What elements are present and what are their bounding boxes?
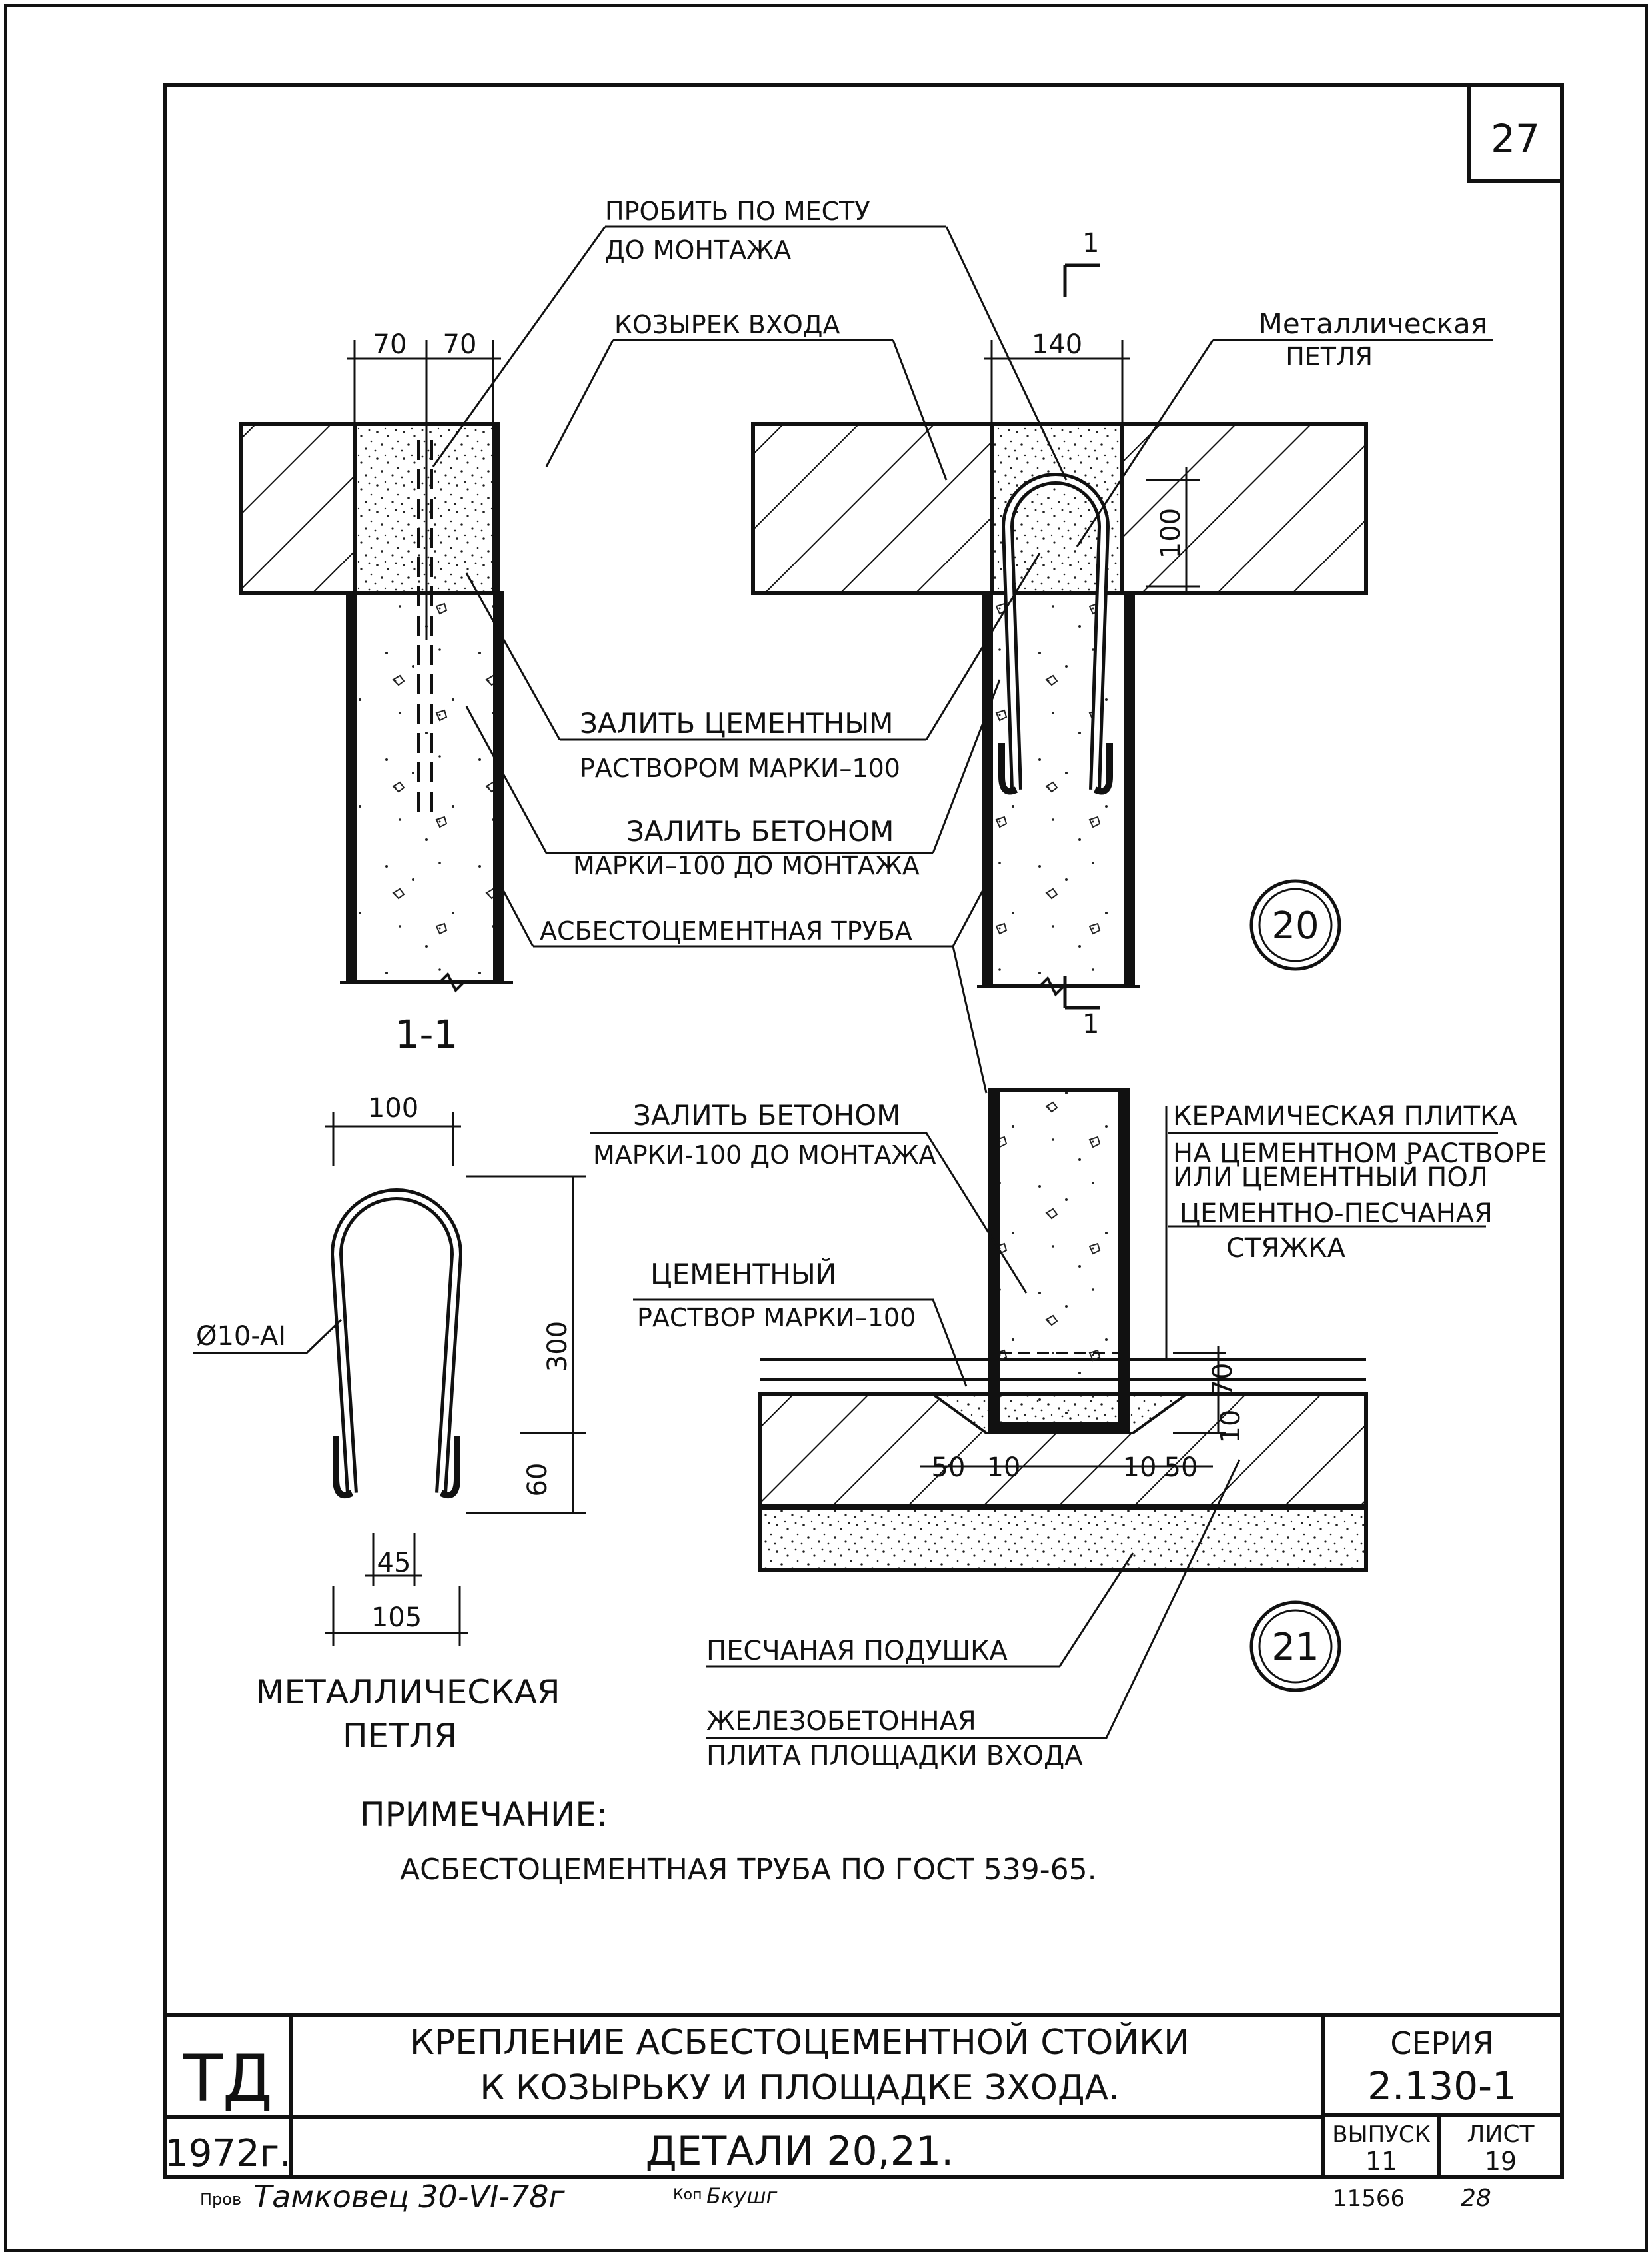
label-metall-petlya-2: ПЕТЛЯ bbox=[1285, 342, 1373, 371]
outer-border bbox=[4, 4, 1648, 2252]
section-title-1-1: 1-1 bbox=[395, 1012, 458, 1057]
detail-20-drawing bbox=[751, 263, 1368, 1010]
kop-label: Коп bbox=[673, 2187, 702, 2203]
dim-50-left: 50 bbox=[932, 1452, 966, 1483]
dim-70-vertical: 70 bbox=[1208, 1363, 1238, 1397]
title-line-2: К КОЗЫРЬКУ И ПЛОЩАДКЕ ЗХОДА. bbox=[480, 2068, 1119, 2108]
dim-45: 45 bbox=[377, 1548, 411, 1578]
dim-10-right: 10 bbox=[1123, 1452, 1157, 1483]
td-mark: ТД bbox=[183, 2041, 273, 2116]
detail-21-circle bbox=[1249, 1600, 1341, 1692]
label-rod: Ø10-AI bbox=[196, 1321, 286, 1352]
sheet-corner-number: 27 bbox=[1491, 116, 1540, 161]
label-zalit-cement-1: ЗАЛИТЬ ЦЕМЕНТНЫМ bbox=[580, 707, 894, 740]
year: 1972г. bbox=[165, 2132, 291, 2175]
footer-code-1: 11566 bbox=[1333, 2185, 1405, 2212]
dim-100-loop: 100 bbox=[368, 1093, 418, 1124]
detail-21-drawing bbox=[758, 1088, 1368, 1572]
vypusk-value: 11 bbox=[1365, 2147, 1397, 2176]
label-probit: ПРОБИТЬ ПО МЕСТУ bbox=[605, 197, 870, 226]
title-line-3: ДЕТАЛИ 20,21. bbox=[646, 2128, 954, 2175]
label-cement-rastvor-1: ЦЕМЕНТНЫЙ bbox=[650, 1257, 836, 1290]
dim-50-right: 50 bbox=[1164, 1452, 1198, 1483]
dim-10-vertical: 10 bbox=[1216, 1410, 1246, 1444]
dim-70-left: 70 bbox=[373, 329, 407, 360]
label-zalit-beton-b-1: ЗАЛИТЬ БЕТОНОМ bbox=[633, 1099, 900, 1132]
label-zhb-2: ПЛИТА ПЛОЩАДКИ ВХОДА bbox=[706, 1741, 1083, 1771]
dim-100-vertical: 100 bbox=[1156, 508, 1186, 559]
footer-code-2: 28 bbox=[1461, 2185, 1491, 2212]
loop-caption-1: МЕТАЛЛИЧЕСКАЯ bbox=[255, 1673, 560, 1711]
callout-lines-top bbox=[432, 225, 1493, 1094]
seria-value: 2.130-1 bbox=[1367, 2063, 1517, 2109]
section-mark-bottom: 1 bbox=[1082, 1009, 1099, 1040]
title-line-1: КРЕПЛЕНИЕ АСБЕСТОЦЕМЕНТНОЙ СТОЙКИ bbox=[410, 2022, 1190, 2063]
label-zalit-cement-2: РАСТВОРОМ МАРКИ–100 bbox=[580, 754, 900, 783]
label-zhb-1: ЖЕЛЕЗОБЕТОННАЯ bbox=[706, 1706, 976, 1737]
label-do-montazha: ДО МОНТАЖА bbox=[605, 235, 791, 265]
loop-caption-2: ПЕТЛЯ bbox=[343, 1717, 457, 1755]
list-label: ЛИСТ bbox=[1467, 2121, 1535, 2148]
label-keramika-3: ИЛИ ЦЕМЕНТНЫЙ ПОЛ bbox=[1173, 1161, 1488, 1193]
section-1-1 bbox=[239, 340, 513, 993]
label-keramika-1: КЕРАМИЧЕСКАЯ ПЛИТКА bbox=[1173, 1101, 1517, 1132]
dim-140: 140 bbox=[1032, 329, 1082, 360]
dim-300: 300 bbox=[542, 1321, 573, 1372]
detail-21-number: 21 bbox=[1271, 1626, 1319, 1669]
vypusk-label: ВЫПУСК bbox=[1332, 2121, 1431, 2148]
corner-number-box bbox=[1467, 85, 1562, 183]
note-title: ПРИМЕЧАНИЕ: bbox=[360, 1795, 608, 1834]
prov-label: Пров bbox=[200, 2190, 241, 2209]
detail-20-circle bbox=[1249, 879, 1341, 971]
seria-label: СЕРИЯ bbox=[1390, 2025, 1493, 2061]
label-zalit-beton-2: МАРКИ–100 ДО МОНТАЖА bbox=[573, 851, 920, 880]
callout-lines-detail-21 bbox=[590, 1132, 1498, 1739]
dim-105: 105 bbox=[371, 1602, 422, 1633]
label-styazhka-2: СТЯЖКА bbox=[1226, 1233, 1346, 1264]
title-block bbox=[163, 2013, 1564, 2179]
signature: Тамковец 30-VI-78г bbox=[253, 2179, 566, 2215]
dim-10-left: 10 bbox=[987, 1452, 1021, 1483]
label-asbest-truba: АСБЕСТОЦЕМЕНТНАЯ ТРУБА bbox=[540, 916, 912, 946]
label-metall-petlya-1: Металлическая bbox=[1259, 307, 1487, 340]
label-styazhka-1: ЦЕМЕНТНО-ПЕСЧАНАЯ bbox=[1180, 1198, 1493, 1229]
note-text: АСБЕСТОЦЕМЕНТНАЯ ТРУБА ПО ГОСТ 539-65. bbox=[400, 1853, 1097, 1887]
label-pesok: ПЕСЧАНАЯ ПОДУШКА bbox=[706, 1636, 1008, 1666]
label-cement-rastvor-2: РАСТВОР МАРКИ–100 bbox=[637, 1303, 916, 1332]
label-keramika-2: НА ЦЕМЕНТНОМ РАСТВОРЕ bbox=[1173, 1138, 1547, 1169]
detail-20-number: 20 bbox=[1271, 904, 1319, 948]
metal-loop-drawing bbox=[193, 1112, 586, 1646]
list-value: 19 bbox=[1485, 2147, 1517, 2176]
label-zalit-beton-b-2: МАРКИ-100 ДО МОНТАЖА bbox=[593, 1140, 936, 1170]
section-mark-top: 1 bbox=[1082, 228, 1099, 259]
label-zalit-beton-1: ЗАЛИТЬ БЕТОНОМ bbox=[626, 815, 894, 848]
kop-signature: Бкушг bbox=[706, 2183, 778, 2209]
label-kozyrek: КОЗЫРЕК ВХОДА bbox=[614, 310, 840, 339]
dim-60: 60 bbox=[522, 1463, 553, 1497]
dim-70-right: 70 bbox=[443, 329, 477, 360]
